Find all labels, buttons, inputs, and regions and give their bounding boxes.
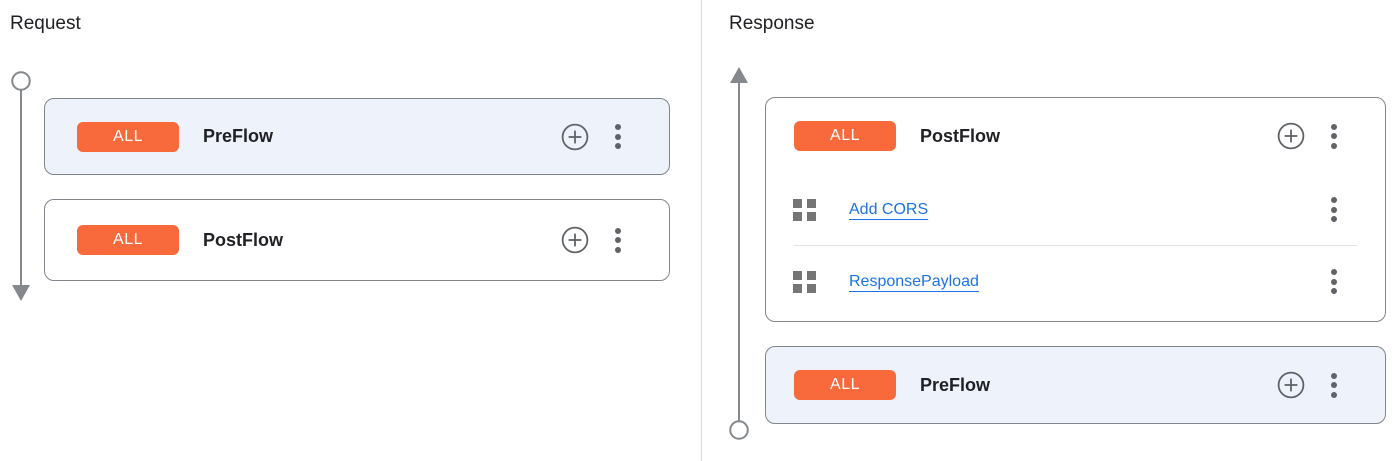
response-postflow-header[interactable]: ALL PostFlow <box>766 98 1385 174</box>
row-actions <box>1331 197 1337 222</box>
add-policy-button[interactable] <box>561 123 589 151</box>
response-preflow-card[interactable]: ALL PreFlow <box>765 346 1386 424</box>
more-options-button[interactable] <box>1331 197 1337 222</box>
policy-row-responsepayload: ResponsePayload <box>766 246 1385 317</box>
add-policy-button[interactable] <box>561 226 589 254</box>
response-panel-title: Response <box>729 13 815 34</box>
timeline-up-arrow-icon <box>730 67 748 83</box>
timeline-down-arrow-icon <box>12 285 30 301</box>
card-actions <box>1277 371 1337 399</box>
more-options-button[interactable] <box>1331 123 1337 149</box>
kebab-menu-icon <box>615 124 621 149</box>
row-actions <box>1331 269 1337 294</box>
card-actions <box>1277 122 1337 150</box>
card-actions <box>561 123 621 151</box>
timeline-end-circle-icon <box>729 420 749 440</box>
panel-divider <box>701 0 702 461</box>
flow-name: PostFlow <box>920 125 1000 146</box>
condition-badge: ALL <box>794 370 896 400</box>
policy-row-divider <box>794 245 1357 246</box>
flow-name: PreFlow <box>203 126 274 146</box>
more-options-button[interactable] <box>1331 269 1337 294</box>
request-panel-title: Request <box>10 13 81 34</box>
plus-circle-icon <box>1277 371 1305 399</box>
policy-grid-icon <box>793 270 816 293</box>
kebab-menu-icon <box>1331 372 1337 398</box>
condition-badge: ALL <box>794 121 896 151</box>
request-postflow-card[interactable]: ALL PostFlow <box>44 199 670 281</box>
response-postflow-card: ALL PostFlow <box>765 97 1386 322</box>
kebab-menu-icon <box>1331 197 1337 222</box>
plus-circle-icon <box>1277 122 1305 150</box>
timeline-start-circle-icon <box>11 71 31 91</box>
more-options-button[interactable] <box>1331 372 1337 398</box>
more-options-button[interactable] <box>615 227 621 253</box>
more-options-button[interactable] <box>615 124 621 149</box>
request-preflow-card[interactable]: ALL PreFlow <box>44 98 670 175</box>
response-timeline <box>729 67 749 440</box>
kebab-menu-icon <box>1331 269 1337 294</box>
condition-badge: ALL <box>77 225 179 255</box>
card-actions <box>561 226 621 254</box>
policy-link-responsepayload[interactable]: ResponsePayload <box>849 272 979 290</box>
plus-circle-icon <box>561 226 589 254</box>
add-policy-button[interactable] <box>1277 371 1305 399</box>
add-policy-button[interactable] <box>1277 122 1305 150</box>
policy-row-add-cors: Add CORS <box>766 174 1385 245</box>
request-timeline <box>11 71 31 301</box>
kebab-menu-icon <box>1331 123 1337 149</box>
policy-link-add-cors[interactable]: Add CORS <box>849 200 929 218</box>
condition-badge: ALL <box>77 121 179 152</box>
kebab-menu-icon <box>615 227 621 253</box>
flow-name: PostFlow <box>203 229 283 250</box>
flow-name: PreFlow <box>920 374 991 395</box>
policy-grid-icon <box>793 198 816 221</box>
plus-circle-icon <box>561 123 589 150</box>
